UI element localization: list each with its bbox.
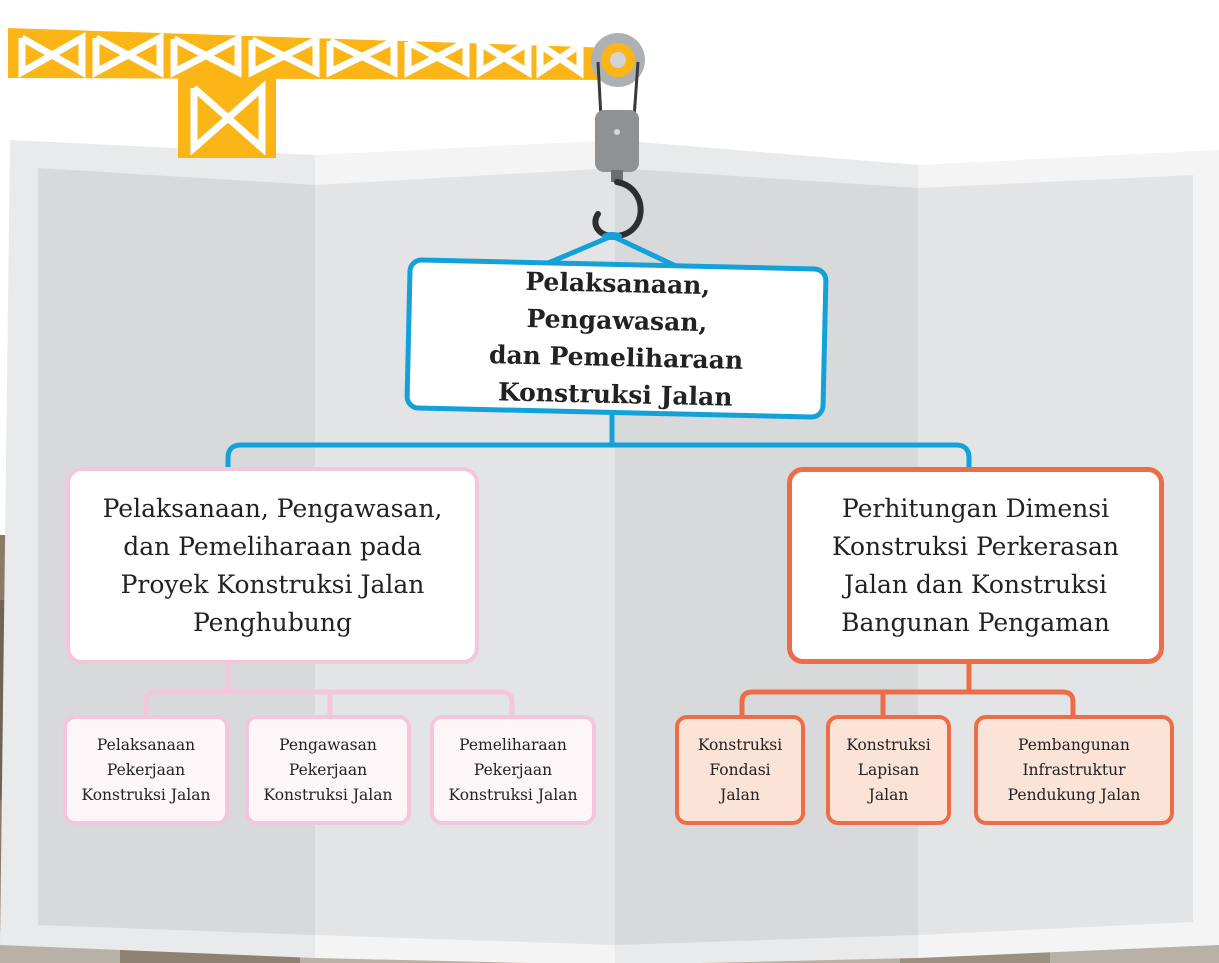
leaf-node-pelaksanaan: Pelaksanaan Pekerjaan Konstruksi Jalan [63,715,229,825]
branch-line: Proyek Konstruksi Jalan [120,569,425,599]
crane-icon [8,28,645,158]
branch-node-left: Pelaksanaan, Pengawasan, dan Pemeliharaa… [66,467,479,664]
leaf-node-pengawasan: Pengawasan Pekerjaan Konstruksi Jalan [245,715,411,825]
leaf-node-fondasi: Konstruksi Fondasi Jalan [675,715,805,825]
leaf-line: Lapisan [857,760,920,779]
leaf-line: Pekerjaan [288,760,368,779]
leaf-line: Pekerjaan [473,760,553,779]
leaf-line: Konstruksi [697,735,783,754]
root-line: Konstruksi Jalan [497,376,733,412]
leaf-line: Pengawasan [279,735,377,754]
branch-line: Perhitungan Dimensi [841,493,1110,523]
leaf-line: Pendukung Jalan [1007,785,1141,804]
connector-right [739,664,1076,717]
leaf-line: Pemeliharaan [459,735,567,754]
branch-line: Pelaksanaan, Pengawasan, [102,493,443,523]
leaf-line: Pelaksanaan [96,735,196,754]
connector-root [225,412,972,470]
root-node: Pelaksanaan, Pengawasan, dan Pemeliharaa… [404,257,829,420]
connector-left [143,664,515,717]
branch-line: Penghubung [192,607,352,637]
branch-line: Bangunan Pengaman [841,607,1110,637]
root-line: Pelaksanaan, Pengawasan, [525,266,711,337]
leaf-node-lapisan: Konstruksi Lapisan Jalan [826,715,951,825]
branch-line: Jalan dan Konstruksi [844,569,1107,599]
leaf-line: Pekerjaan [106,760,186,779]
leaf-line: Konstruksi Jalan [448,785,578,804]
leaf-line: Jalan [868,785,909,804]
leaf-line: Konstruksi Jalan [81,785,211,804]
branch-line: dan Pemeliharaan pada [123,531,422,561]
leaf-line: Konstruksi [846,735,931,754]
leaf-line: Jalan [720,785,760,804]
branch-node-right: Perhitungan Dimensi Konstruksi Perkerasa… [787,467,1164,664]
leaf-line: Konstruksi Jalan [263,785,393,804]
leaf-line: Infrastruktur [1022,760,1126,779]
leaf-node-pemeliharaan: Pemeliharaan Pekerjaan Konstruksi Jalan [430,715,596,825]
branch-line: Konstruksi Perkerasan [831,531,1120,561]
leaf-node-infrastruktur: Pembangunan Infrastruktur Pendukung Jala… [974,715,1174,825]
leaf-line: Pembangunan [1018,735,1130,754]
leaf-line: Fondasi [709,760,771,779]
